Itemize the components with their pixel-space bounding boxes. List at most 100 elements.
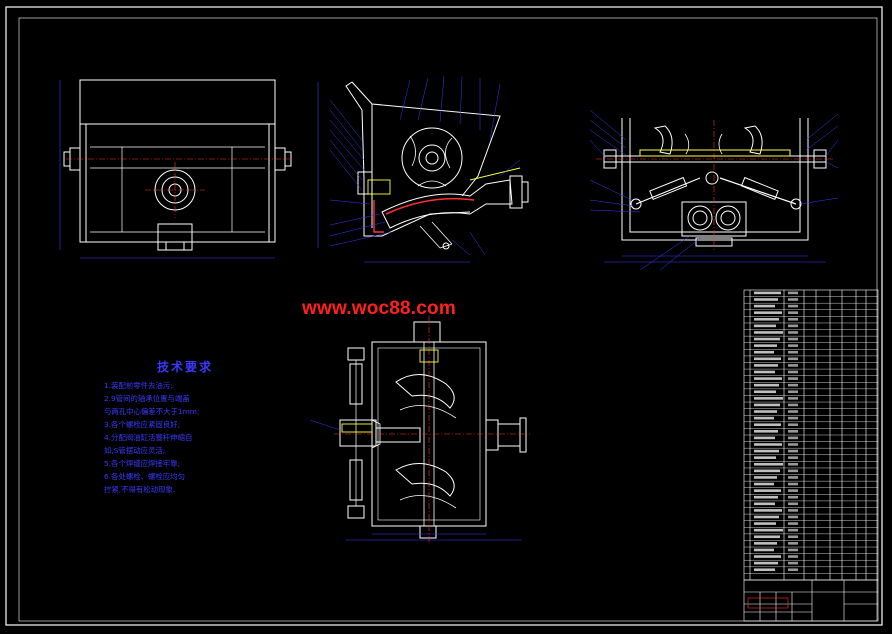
parts-list-entry-mark [788,489,798,492]
parts-list-entry-mark [788,548,798,552]
parts-list-entry-mark [788,476,798,479]
parts-list-entry-mark [754,509,782,512]
parts-list-entry-mark [754,469,780,473]
parts-list-entry-mark [788,311,798,314]
parts-list-entry-mark [788,337,798,341]
parts-list-entry-mark [788,331,798,334]
parts-list-entry-mark [788,456,798,459]
parts-list-entry-mark [754,423,781,427]
outer-border [5,6,883,626]
parts-list-entry-mark [788,350,798,354]
parts-list-entry-mark [788,383,798,387]
parts-list-entry-mark [754,568,775,572]
parts-list-entry-mark [754,449,779,453]
parts-list-entry-mark [754,311,782,314]
requirement-line: 6.各处螺栓、螺栓应均匀 [104,472,185,481]
parts-list-entry-mark [754,298,778,301]
parts-list-entry-mark [788,304,798,308]
parts-list-entry-mark [754,364,778,367]
parts-list-entry-mark [754,331,783,334]
parts-list-entry-mark [788,423,798,427]
parts-list-entry-mark [754,377,782,380]
parts-list-entry-mark [754,555,781,558]
parts-list-entry-mark [788,298,798,301]
parts-list-entry-mark [788,522,798,525]
parts-list-entry-mark [788,416,798,420]
parts-list-entry-mark [754,462,783,466]
parts-list-entry-mark [754,456,776,459]
technical-requirements-title: 技术要求 [156,360,213,374]
parts-list-entry-mark [754,542,777,545]
parts-list-entry-mark [754,390,776,394]
parts-list-entry-mark [788,390,798,394]
inner-border [18,17,878,622]
parts-list-entry-mark [754,357,781,361]
parts-list-entry-mark [754,350,774,354]
parts-list-entry-mark [754,324,776,328]
parts-list-entry-mark [754,397,783,400]
front-view [59,79,292,259]
parts-list-entry-mark [754,304,775,308]
requirement-line: 拧紧,不得有松动现象. [104,485,176,494]
end-section-view [603,118,827,263]
parts-list-entry-mark [754,528,783,532]
parts-list-entry-mark [788,436,798,440]
parts-list-entry-mark [788,495,798,499]
parts-list-entry-mark [788,528,798,532]
parts-list-entry-mark [788,502,798,506]
parts-list-entry-mark [788,443,798,446]
parts-list-entry-mark [788,535,798,539]
requirement-line: 4.分配阀油缸活塞杆伸缩自 [104,433,193,442]
parts-list-entry-mark [754,383,779,387]
parts-list-entry-mark [754,489,781,492]
parts-list-entry-mark [754,476,777,479]
parts-list-entry-mark [788,469,798,473]
parts-list-entry-mark [754,403,780,407]
parts-list-entry-mark [754,535,780,539]
end-view-leaders [589,109,839,271]
parts-list-entry-mark [754,436,775,440]
parts-list-entry-mark [754,337,780,341]
parts-list-entry-mark [754,502,775,506]
parts-list-entry-mark [754,430,778,433]
requirement-line: 1.装配前零件去油污; [104,381,173,390]
parts-list-entry-mark [788,403,798,407]
parts-list-entry-mark [754,482,774,486]
parts-list-entry-mark [788,568,798,572]
parts-list-entry-mark [788,449,798,453]
parts-list-entry-mark [788,555,798,558]
parts-list-entry-mark [788,291,798,295]
side-view-leaders [329,75,521,256]
parts-list-entry-mark [754,443,782,446]
parts-list-entry-mark [754,522,776,525]
parts-list-entry-mark [788,430,798,433]
parts-list-entry-mark [754,370,775,374]
watermark: www.woc88.com [302,298,456,319]
title-block [743,579,879,622]
parts-list-entry-mark [788,324,798,328]
parts-list-entry-mark [788,515,798,519]
parts-list-entry-mark [788,377,798,380]
parts-list-entry-mark [754,416,774,420]
parts-list-entry-mark [788,462,798,466]
parts-list-rows [744,291,878,574]
requirement-line: 如,S管摆动应灵活; [104,446,166,455]
parts-list-entry-mark [788,357,798,361]
requirement-line: 5.各个焊缝应焊接牢靠; [104,459,181,468]
requirement-line: 2.9管间的轴承位置与端盖 [104,394,190,403]
parts-list-entry-mark [788,542,798,545]
parts-list-entry-mark [788,317,798,321]
parts-list-entry-mark [754,344,777,347]
parts-list-entry-mark [754,495,778,499]
parts-list-entry-mark [788,344,798,347]
requirement-line: 3.各个螺栓应紧固良好; [104,420,181,429]
parts-list-entry-mark [754,515,779,519]
parts-list-entry-mark [788,509,798,512]
parts-list-entry-mark [754,561,778,565]
parts-list-entry-mark [788,364,798,367]
parts-list-entry-mark [788,397,798,400]
parts-list-entry-mark [754,410,777,413]
parts-list-entry-mark [788,561,798,565]
requirement-line: 与两孔中心偏差不大于1mm; [104,407,200,416]
